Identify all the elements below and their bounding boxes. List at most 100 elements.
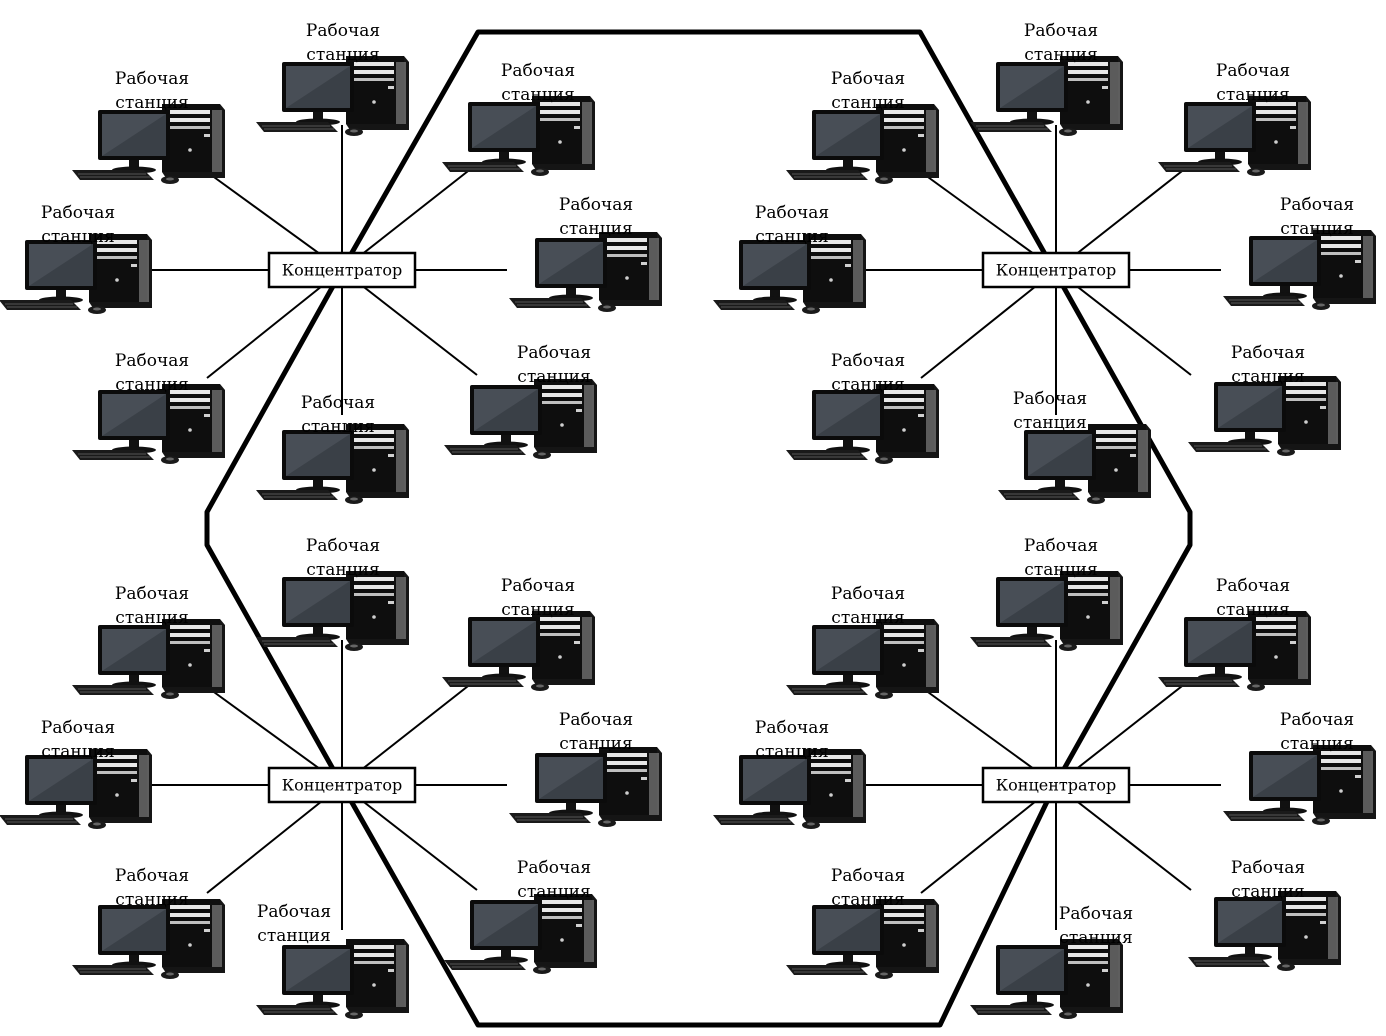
hub-top-left[interactable]: Концентратор [267, 251, 417, 289]
workstation-label-line2: станция [41, 742, 114, 762]
workstation-label-line1: Рабочая [1024, 21, 1098, 41]
desktop-computer-icon [785, 103, 940, 185]
workstation-label-line1: Рабочая [301, 393, 375, 413]
desktop-computer-icon [969, 55, 1124, 137]
workstation-label-line2: станция [831, 608, 904, 628]
workstation[interactable]: Рабочая станция [0, 718, 153, 830]
desktop-computer-icon [443, 893, 598, 975]
workstation[interactable]: Рабочая станция [1187, 858, 1342, 972]
workstation-label-line1: Рабочая [115, 866, 189, 886]
hub-box [981, 766, 1131, 804]
hub-bottom-right[interactable]: Концентратор [981, 766, 1131, 804]
desktop-computer-icon [71, 618, 226, 700]
desktop-computer-icon [508, 231, 663, 313]
workstation[interactable]: Рабочая станция [508, 195, 663, 313]
workstation-label-line2: станция [306, 45, 379, 65]
workstation-label-line2: станция [1024, 45, 1097, 65]
hub-box [267, 251, 417, 289]
workstation[interactable]: Рабочая станция [0, 203, 153, 315]
desktop-computer-icon [255, 570, 410, 652]
workstation[interactable]: Рабочая станция [969, 536, 1124, 652]
workstation-label-line1: Рабочая [115, 69, 189, 89]
workstation-label-line1: Рабочая [41, 203, 115, 223]
workstation-label-line1: Рабочая [1216, 61, 1290, 81]
workstation-label-line1: Рабочая [1231, 343, 1305, 363]
workstation-label-line2: станция [1280, 734, 1353, 754]
workstation-label-line1: Рабочая [831, 584, 905, 604]
desktop-computer-icon [1187, 375, 1342, 457]
desktop-computer-icon [785, 618, 940, 700]
workstation-label-line2: станция [831, 375, 904, 395]
hub-top-right[interactable]: Концентратор [981, 251, 1131, 289]
workstation-label-line2: станция [501, 85, 574, 105]
workstation[interactable]: Рабочая станция [785, 866, 940, 980]
workstation-label-line1: Рабочая [831, 69, 905, 89]
workstation-label-line2: станция [559, 219, 632, 239]
workstation[interactable]: Рабочая станция [71, 866, 226, 980]
hub-bottom-left[interactable]: Концентратор [267, 766, 417, 804]
desktop-computer-icon [997, 423, 1152, 505]
workstation-label-line1: Рабочая [257, 902, 331, 922]
workstation-label-line1: Рабочая [501, 576, 575, 596]
workstation[interactable]: Рабочая станция [785, 584, 940, 700]
desktop-computer-icon [1187, 890, 1342, 972]
desktop-computer-icon [71, 383, 226, 465]
workstation-label-line1: Рабочая [41, 718, 115, 738]
hub-box [267, 766, 417, 804]
workstation-label-line1: Рабочая [559, 195, 633, 215]
workstation-label-line2: станция [831, 890, 904, 910]
desktop-computer-icon [71, 898, 226, 980]
workstation-label-line2: станция [1231, 882, 1304, 902]
workstation-label-line2: станция [755, 227, 828, 247]
workstation[interactable]: Рабочая станция [255, 21, 410, 137]
workstation-label-line2: станция [301, 417, 374, 437]
workstation-label-line2: станция [115, 890, 188, 910]
workstation-label-line2: станция [115, 608, 188, 628]
workstation-label-line2: станция [1024, 560, 1097, 580]
desktop-computer-icon [1222, 744, 1377, 826]
workstation-label-line1: Рабочая [831, 351, 905, 371]
desktop-computer-icon [441, 95, 596, 177]
workstation[interactable]: Рабочая станция [255, 393, 410, 505]
links-layer [152, 125, 1221, 930]
workstation-label-line2: станция [306, 560, 379, 580]
desktop-computer-icon [441, 610, 596, 692]
workstation-label-line1: Рабочая [831, 866, 905, 886]
workstation[interactable]: Рабочая станция [441, 576, 596, 692]
workstation-label-line1: Рабочая [1013, 389, 1087, 409]
workstation-label-line2: станция [41, 227, 114, 247]
workstation-label-line1: Рабочая [1059, 904, 1133, 924]
hub-label: Концентратор [996, 261, 1116, 280]
hub-box [981, 251, 1131, 289]
workstation[interactable]: Рабочая станция [785, 351, 940, 465]
workstation-label-line1: Рабочая [1231, 858, 1305, 878]
workstation-label-line2: станция [501, 600, 574, 620]
workstation[interactable]: Рабочая станция [969, 21, 1124, 137]
workstation-label-line2: станция [517, 882, 590, 902]
workstation-label-line1: Рабочая [306, 21, 380, 41]
desktop-computer-icon [255, 938, 410, 1020]
desktop-computer-icon [1157, 610, 1312, 692]
workstation-label-line1: Рабочая [1024, 536, 1098, 556]
workstation-label-line2: станция [517, 367, 590, 387]
